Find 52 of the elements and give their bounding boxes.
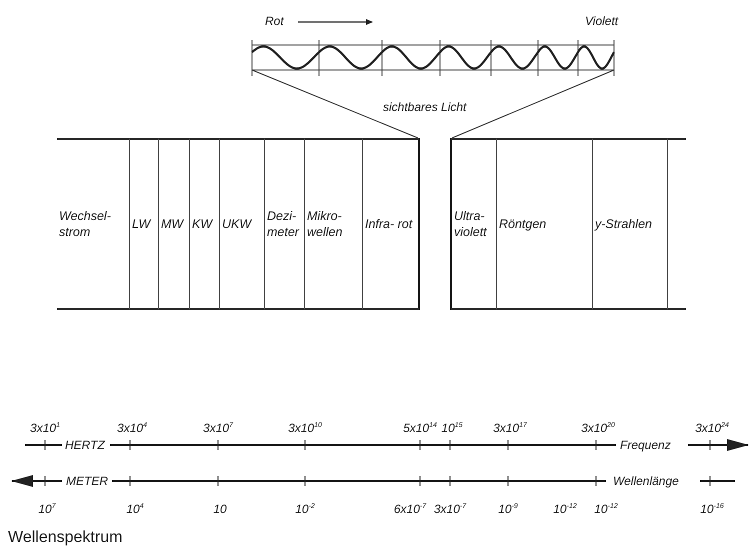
spectrum-band (57, 138, 130, 310)
tick-label: 10$^{7}$ (38, 502, 56, 516)
band-name: LW (131, 216, 152, 232)
color-label: Violett (585, 14, 618, 28)
tick-label: 5x10$^{14}$ (403, 421, 437, 435)
tick-label: 3x10$^{20}$ (581, 421, 615, 435)
tick-label: 10$^{-16}$ (700, 502, 724, 516)
spectrum-band (305, 138, 363, 310)
spectrum-band (159, 138, 190, 310)
tick-label: 6x10$^{-7}$ (394, 502, 426, 516)
tick-label: 10$^{4}$ (126, 502, 144, 516)
band-name: Ultra- violett (453, 208, 488, 240)
tick-label: 3x10$^{4}$ (117, 421, 147, 435)
tick-label: 3x10$^{24}$ (695, 421, 729, 435)
spectrum-band (130, 138, 159, 310)
projection-line (452, 70, 614, 138)
spectrum-band (220, 138, 265, 310)
band-name: MW (160, 216, 184, 232)
tick-label: 10$^{-12}$ (594, 502, 618, 516)
wave-drawing (251, 40, 615, 76)
tick-label: 10$^{15}$ (441, 421, 463, 435)
unit-label: METER (66, 474, 108, 488)
band-name: Wechsel- strom (58, 208, 112, 240)
spectrum-band (450, 138, 497, 310)
band-name: Infra- rot (364, 216, 414, 232)
caption: Wellenspektrum (8, 529, 122, 547)
band-name: KW (191, 216, 214, 232)
tick-label: 3x10$^{10}$ (288, 421, 322, 435)
band-name: UKW (221, 216, 252, 232)
color-label: Rot (265, 14, 284, 28)
axis-label: Wellenlänge (613, 474, 679, 488)
band-name: y-Strahlen (593, 216, 653, 232)
tick-label: 10$^{-2}$ (295, 502, 315, 516)
tick-label: 3x10$^{-7}$ (434, 502, 466, 516)
band-name: Dezi- meter (266, 208, 300, 240)
projection-line (252, 70, 418, 138)
band-name: Mikro- wellen (306, 208, 344, 240)
spectrum-band (497, 138, 593, 310)
tick-label: 10$^{-9}$ (498, 502, 518, 516)
spectrum-band (190, 138, 220, 310)
band-name: Röntgen (498, 216, 548, 232)
unit-label: HERTZ (65, 438, 105, 452)
spectrum-band (265, 138, 305, 310)
spectrum-band (363, 138, 420, 310)
tick-label: 10 (213, 502, 227, 516)
spectrum-band (593, 138, 668, 310)
tick-label: 3x10$^{1}$ (30, 421, 60, 435)
axis-label: Frequenz (620, 438, 671, 452)
region-label: sichtbares Licht (383, 100, 466, 114)
tick-label: 10$^{-12}$ (553, 502, 577, 516)
tick-label: 3x10$^{7}$ (203, 421, 233, 435)
tick-label: 3x10$^{17}$ (493, 421, 527, 435)
